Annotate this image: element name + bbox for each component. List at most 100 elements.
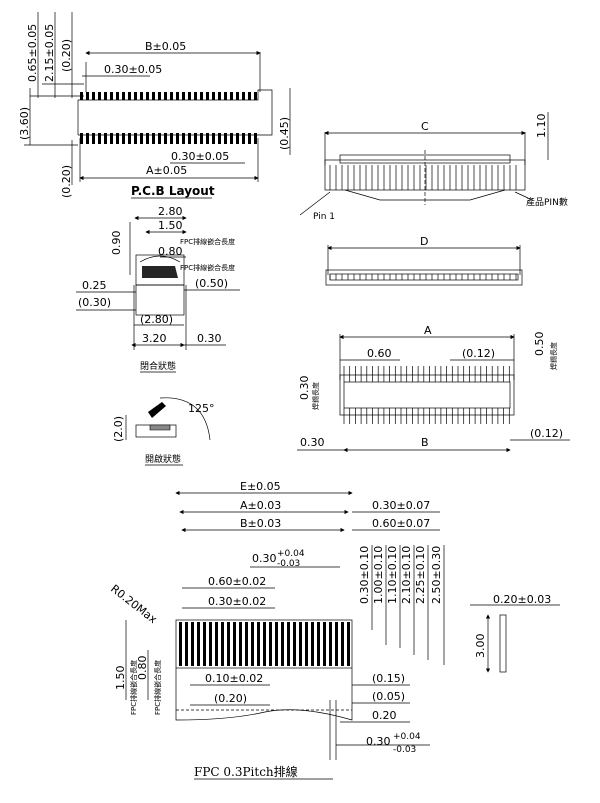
conn-mid-pins	[329, 274, 517, 280]
fpc-finger	[197, 622, 200, 666]
fpc-dim-150: 1.50	[114, 666, 127, 691]
pcb-top-pad	[92, 92, 95, 100]
side-dim-090: 0.90	[110, 231, 123, 256]
fpc-finger	[299, 622, 302, 666]
fpc-finger	[257, 622, 260, 666]
bottom-pins	[343, 366, 510, 424]
pcb-top-pad	[200, 92, 203, 100]
side-view-open: 125° (2.0) 開啟狀態	[112, 397, 215, 466]
fpc-dim-v030: 0.30±0.10	[358, 546, 371, 604]
fpc-finger	[347, 622, 350, 666]
pcb-bottom-pad	[188, 133, 191, 144]
fpc-finger	[239, 622, 242, 666]
pcb-top-pads	[80, 92, 257, 100]
pcb-top-pad	[110, 92, 113, 100]
fpc-finger	[203, 622, 206, 666]
fpc-finger	[227, 622, 230, 666]
pcb-top-pad	[146, 92, 149, 100]
pcb-bottom-pad	[254, 133, 257, 144]
pcb-top-pad	[128, 92, 131, 100]
fpc-fingers	[179, 622, 350, 666]
pcb-bottom-pad	[98, 133, 101, 144]
fpc-finger	[269, 622, 272, 666]
fpc-finger	[323, 622, 326, 666]
pcb-top-pad	[122, 92, 125, 100]
fpc-finger	[221, 622, 224, 666]
fpc-dim-e: E±0.05	[240, 480, 281, 493]
fpc-dim-015p: (0.15)	[372, 672, 405, 685]
pcb-dim-pitch: 0.30±0.05	[104, 63, 162, 76]
pcb-layout: B±0.05 0.30±0.05 A±0.05 0.30±0.05 0.65±0…	[18, 12, 291, 199]
pcb-top-pad	[254, 92, 257, 100]
open-caption: 開啟狀態	[145, 453, 181, 465]
side-view-closed: 2.80 1.50 0.80 FPC排線嵌合長度 FPC排線嵌合長度 0.90 …	[76, 205, 240, 373]
pcb-dim-b: B±0.05	[145, 40, 186, 53]
fpc-drawing: E±0.05 A±0.03 B±0.03 0.30±0.07 0.60±0.07…	[108, 480, 560, 780]
fpc-dim-080: 0.80	[136, 656, 149, 681]
fpc-finger	[281, 622, 284, 666]
fpc-right-w: 0.20±0.03	[493, 593, 551, 606]
pcb-top-pad	[218, 92, 221, 100]
bottom-dim-030b: 0.30	[300, 436, 325, 449]
pcb-bottom-pad	[218, 133, 221, 144]
pcb-bottom-pad	[158, 133, 161, 144]
fpc-dim-r: 0.30±0.07	[372, 499, 430, 512]
pcb-bottom-pad	[116, 133, 119, 144]
bottom-dim-050: 0.50	[533, 332, 546, 357]
fpc-tol-plus: +0.04	[277, 549, 305, 559]
fpc-bot-base: 0.30	[366, 735, 391, 748]
fpc-finger	[233, 622, 236, 666]
pcb-top-pad	[134, 92, 137, 100]
pcb-bottom-pad	[92, 133, 95, 144]
pcb-top-pad	[176, 92, 179, 100]
pcb-top-pad	[212, 92, 215, 100]
pcb-bottom-pad	[212, 133, 215, 144]
fpc-finger	[275, 622, 278, 666]
fpc-dim-030: 0.30±0.02	[208, 595, 266, 608]
pcb-bottom-pad	[170, 133, 173, 144]
side-dim-030p: (0.30)	[78, 296, 111, 309]
fpc-finger	[263, 622, 266, 666]
side-dim-320: 3.20	[142, 332, 167, 345]
bottom-weld-len2: 焊錫長度	[311, 382, 320, 410]
fpc-finger	[335, 622, 338, 666]
bottom-dim-a: A	[424, 324, 432, 337]
side-caption: 閉合狀態	[140, 360, 176, 372]
pcb-top-pad	[98, 92, 101, 100]
pcb-bottom-pad	[206, 133, 209, 144]
pcb-bottom-pad	[224, 133, 227, 144]
fpc-finger	[311, 622, 314, 666]
fpc-finger	[251, 622, 254, 666]
fpc-finger	[287, 622, 290, 666]
pcb-bottom-pad	[122, 133, 125, 144]
pcb-bottom-pad	[200, 133, 203, 144]
bottom-dim-b: B	[421, 436, 429, 449]
bottom-weld-len: 焊錫長度	[549, 342, 558, 370]
fpc-finger	[341, 622, 344, 666]
pcb-top-pad	[140, 92, 143, 100]
pcb-bottom-pad	[248, 133, 251, 144]
pcb-dim-360: (3.60)	[18, 107, 31, 140]
pcb-bottom-pad	[164, 133, 167, 144]
pcb-top-pad	[194, 92, 197, 100]
fpc-finger	[209, 622, 212, 666]
fpc-finger	[329, 622, 332, 666]
fpc-dim-v250: 2.50±0.30	[430, 546, 443, 604]
pcb-top-pad	[188, 92, 191, 100]
fpc-finger	[293, 622, 296, 666]
pcb-dim-065: 0.65±0.05	[26, 24, 39, 82]
pcb-bottom-pad	[146, 133, 149, 144]
connector-mid-view: D	[325, 235, 523, 286]
pcb-dim-045: (0.45)	[278, 117, 291, 150]
side-dim-150: 1.50	[158, 219, 183, 232]
conn-top-pin1: Pin 1	[313, 212, 335, 222]
side-dim-050p: (0.50)	[195, 277, 228, 290]
pcb-top-pad	[164, 92, 167, 100]
fpc-dim-r2: 0.60±0.07	[372, 517, 430, 530]
fpc-finger	[305, 622, 308, 666]
conn-top-dim-110: 1.10	[535, 114, 548, 139]
pcb-bottom-pads	[80, 133, 257, 144]
pcb-bottom-pad	[86, 133, 89, 144]
pcb-bottom-pad	[110, 133, 113, 144]
pcb-bottom-pad	[80, 133, 83, 144]
